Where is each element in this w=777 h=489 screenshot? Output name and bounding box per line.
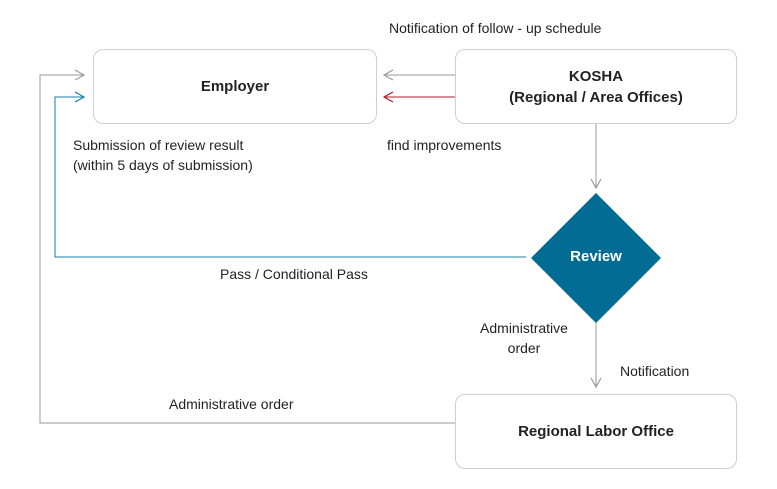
employer-label: Employer (200, 78, 270, 95)
pass-conditional-label: Pass / Conditional Pass (220, 266, 368, 282)
review-diamond-shape (531, 193, 661, 323)
kosha-box: KOSHA (Regional / Area Offices) (455, 49, 737, 124)
administrative-order-label: Administrative order (169, 396, 294, 412)
arrow-labor-office-to-employer (39, 69, 455, 424)
notification-follow-up-label: Notification of follow - up schedule (389, 20, 602, 36)
arrow-review-to-employer-pass (54, 91, 526, 258)
review-label: Review (570, 248, 622, 265)
kosha-sublabel: (Regional / Area Offices) (509, 88, 683, 106)
find-improvements-label: find improvements (387, 137, 502, 153)
notification-label: Notification (620, 363, 690, 379)
kosha-label: KOSHA (568, 67, 624, 85)
regional-labor-office-box: Regional Labor Office (455, 394, 737, 469)
regional-labor-office-label: Regional Labor Office (518, 423, 674, 440)
employer-box: Employer (93, 49, 377, 124)
submission-review-label: Submission of review result (within 5 da… (73, 137, 253, 173)
administrative-order-review-label: Administrative order (480, 320, 568, 356)
